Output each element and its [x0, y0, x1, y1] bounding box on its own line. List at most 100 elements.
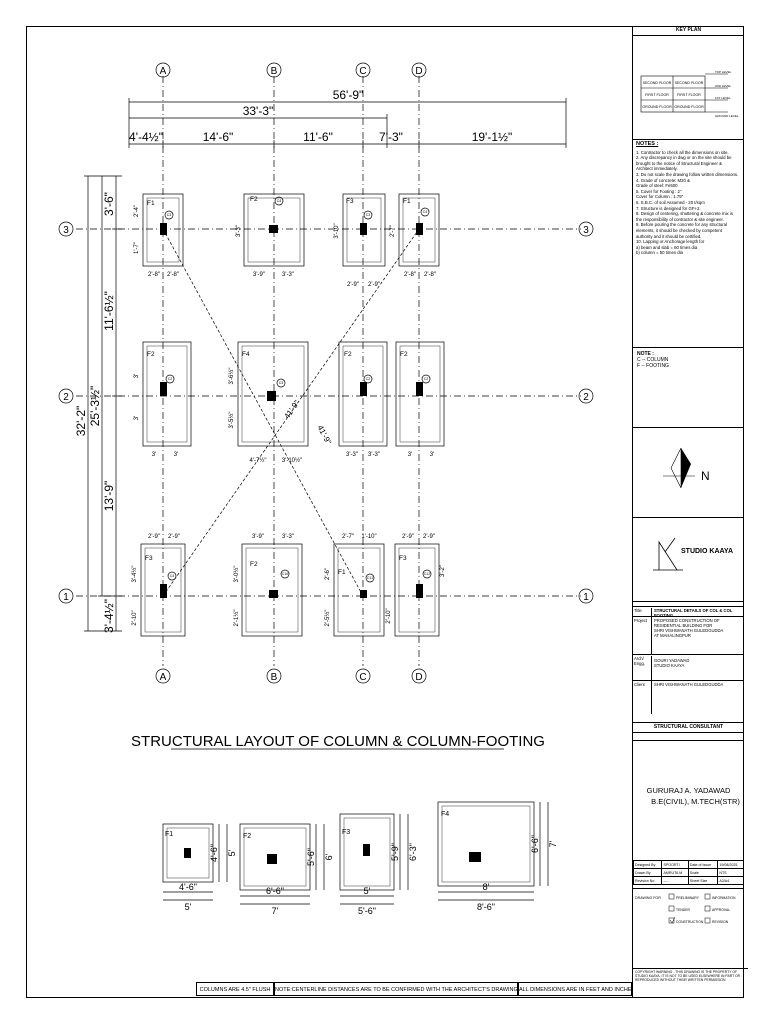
status-preliminary: PRELIMINARY — [676, 896, 700, 900]
key-floor-2b: FIRST FLOOR — [677, 93, 701, 97]
detail-f3-h2: 6'-3" — [408, 843, 418, 861]
grid-bubble-c-bot — [355, 668, 371, 684]
meta-label: Drawn By — [632, 868, 663, 877]
detail-f3-h1: 5'-9" — [390, 843, 400, 861]
note-line: Architect immediately. — [636, 166, 678, 172]
consultant-name: GURURAJ A. YADAWAD — [646, 786, 731, 795]
dim-r3-side-2: 2'-7" — [390, 225, 396, 237]
column-r2-d — [416, 382, 423, 396]
footing-label-r1-a: F3 — [145, 555, 153, 562]
dim-r2-bottom-8: 3' — [430, 452, 434, 458]
dim-r2-side-2: 3'-5½" — [228, 412, 235, 429]
note-line: 6. S.B.C. of soil Assumed - 20 t/sqm — [636, 199, 705, 205]
note-columns: COLUMNS ARE 4.5" FLUSH — [196, 982, 274, 996]
dim-r2-bottom-2: 3' — [174, 452, 178, 458]
dim-r1-top-6: 1'-10" — [361, 534, 376, 540]
dim-r1-top-2: 2'-9" — [168, 534, 180, 540]
note-line: b) column = 50 times dia — [636, 250, 683, 256]
column-tag-r3-d: C4 — [423, 210, 428, 214]
column-tag-r2-a: C2 — [168, 377, 173, 381]
dim-r3-bottom-5: 2'-9" — [347, 282, 359, 288]
key-plan-heading: KEY PLAN — [633, 26, 744, 36]
detail-f4-h1: 6'-6" — [530, 835, 540, 853]
footing-label-r3-b: F2 — [250, 196, 258, 203]
legend-section: NOTE : C -- COLUMN F -- FOOTING — [633, 348, 744, 428]
dim-r3-bottom-7: 2'-8" — [404, 272, 416, 278]
dim-height-c: 13'-9" — [102, 481, 116, 512]
dim-r2-bottom-5: 3'-3" — [346, 452, 358, 458]
dim-r3-bottom-3: 3'-9" — [253, 272, 265, 278]
grid-label-2-right: 2 — [583, 392, 589, 403]
detail-label-f3: F3 — [342, 829, 350, 836]
note-line: authority and it should be certified. — [636, 233, 702, 239]
grid-bubble-1-right — [578, 588, 594, 604]
footing-r1-b — [241, 543, 303, 637]
status-section: DRAWING FOR PRELIMINARY INFORMATION TEND… — [633, 888, 744, 937]
meta-value: NTS — [717, 868, 744, 877]
grid-label-1-right: 1 — [583, 592, 589, 603]
diagonal-line-1 — [162, 228, 364, 597]
dim-r3-side-4: 1'-7" — [134, 242, 140, 254]
diagonal-label-2: 41'-9" — [315, 424, 333, 446]
dim-r3-bottom-6: 2'-9" — [368, 282, 380, 288]
footing-r3-d — [398, 193, 440, 267]
note-line: 3. Do not scale the drawing follow writt… — [636, 171, 739, 177]
footing-r3-b — [243, 193, 305, 267]
detail-f3-w2: 5'-6" — [358, 906, 376, 916]
footing-label-r3-d: F1 — [403, 198, 411, 205]
note-line: 10. Lapping or Anchorage length for — [636, 239, 705, 245]
project-line: PROPOSED CONSTRUCTION OF — [654, 618, 720, 623]
dim-r1-top-3: 3'-9" — [252, 534, 264, 540]
dim-r1-top-1: 2'-9" — [148, 534, 160, 540]
meta-value: SPOORTI — [661, 860, 689, 869]
grid-label-a-top: A — [160, 66, 167, 77]
grid-label-c-bot: C — [359, 672, 366, 683]
client-label: Client — [634, 682, 645, 687]
meta-label: Sheet Size — [687, 876, 719, 885]
dim-span-3: 11'-6" — [303, 130, 333, 144]
north-label: N — [701, 469, 710, 483]
notes-section: NOTES : 1. Contractor to check all the d… — [633, 140, 744, 348]
detail-f1-h1: 4'-6" — [209, 844, 219, 862]
dim-r2-bottom-3: 4'-7½" — [250, 457, 267, 464]
dim-height-a: 25'-3½" — [88, 386, 102, 427]
column-r1-c — [360, 590, 367, 598]
project-line: SHRI VISHWANATH GULEDGUDDA — [654, 628, 724, 633]
grid-bubble-3-left — [58, 221, 74, 237]
dim-r3-side-3: 2'-4" — [134, 205, 140, 217]
footing-r2-d — [395, 341, 445, 447]
grid-bubble-d-bot — [411, 668, 427, 684]
dim-r1-top-8: 2'-9" — [423, 534, 435, 540]
key-floor-1a: SECOND FLOOR — [643, 81, 672, 85]
column-tag-r2-b: C3 — [279, 381, 284, 385]
detail-f1-h2: 5' — [227, 849, 237, 856]
grid-bubble-d-top — [411, 62, 427, 78]
project-row: Project PROPOSED CONSTRUCTION OF RESIDEN… — [633, 616, 744, 655]
note-line: elements, it should be checked by compet… — [636, 227, 722, 233]
note-line: 8. Design of centering, shuttering & con… — [636, 211, 733, 217]
detail-footing-f2 — [239, 823, 311, 891]
footing-r2-b — [237, 341, 309, 447]
column-r3-b — [269, 225, 278, 233]
footing-label-r3-a: F1 — [147, 200, 155, 207]
status-approval: APPROVAL — [712, 908, 730, 912]
consultant-heading-row: STRUCTURAL CONSULTANT — [633, 722, 744, 733]
footing-r1-d — [394, 543, 440, 637]
dim-r3-bottom-1: 2'-8" — [148, 272, 160, 278]
column-tag-r1-c: C11 — [367, 576, 373, 580]
dim-r3-side-1: 3'-10" — [334, 223, 340, 238]
legend-footing: F -- FOOTING — [637, 363, 669, 369]
detail-f2-w1: 6'-6" — [266, 886, 284, 896]
dim-r1-side-7: 2'-10" — [386, 608, 392, 623]
meta-value: AMRUTA M — [661, 868, 689, 877]
north-arrow-section: N — [633, 428, 744, 518]
note-line: 7. Structure is designed for GF+2. — [636, 205, 701, 211]
dim-r1-top-4: 3'-3" — [282, 534, 294, 540]
footing-r3-c — [342, 193, 386, 267]
note-line: a) beam and slab = 60 times dia — [636, 244, 698, 250]
dim-r2-bottom-7: 3' — [408, 452, 412, 458]
column-tag-r3-b: C4 — [277, 199, 282, 203]
dim-height-e: 3'-4½" — [102, 599, 116, 633]
title-row: Title STRUCTURAL DETAILS OF COL & COL FO… — [633, 606, 744, 618]
footing-label-r1-b: F2 — [250, 561, 258, 568]
